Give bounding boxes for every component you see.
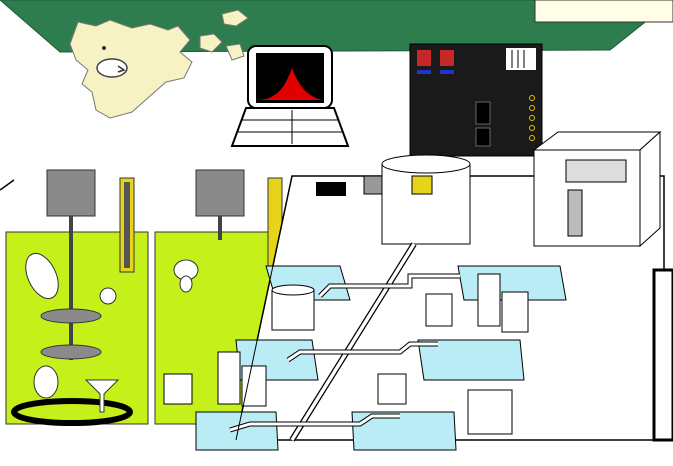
plc-controller-icon — [409, 43, 543, 157]
laptop-with-graph-icon — [230, 45, 350, 147]
reactor-tank-left — [5, 169, 149, 426]
right-caption-box — [652, 268, 673, 442]
treatment-plant-icon — [163, 154, 665, 451]
left-pointer-line — [0, 179, 15, 191]
control-building-icon — [532, 130, 662, 248]
japan-map-icon — [69, 9, 249, 119]
top-caption-box — [534, 0, 673, 23]
